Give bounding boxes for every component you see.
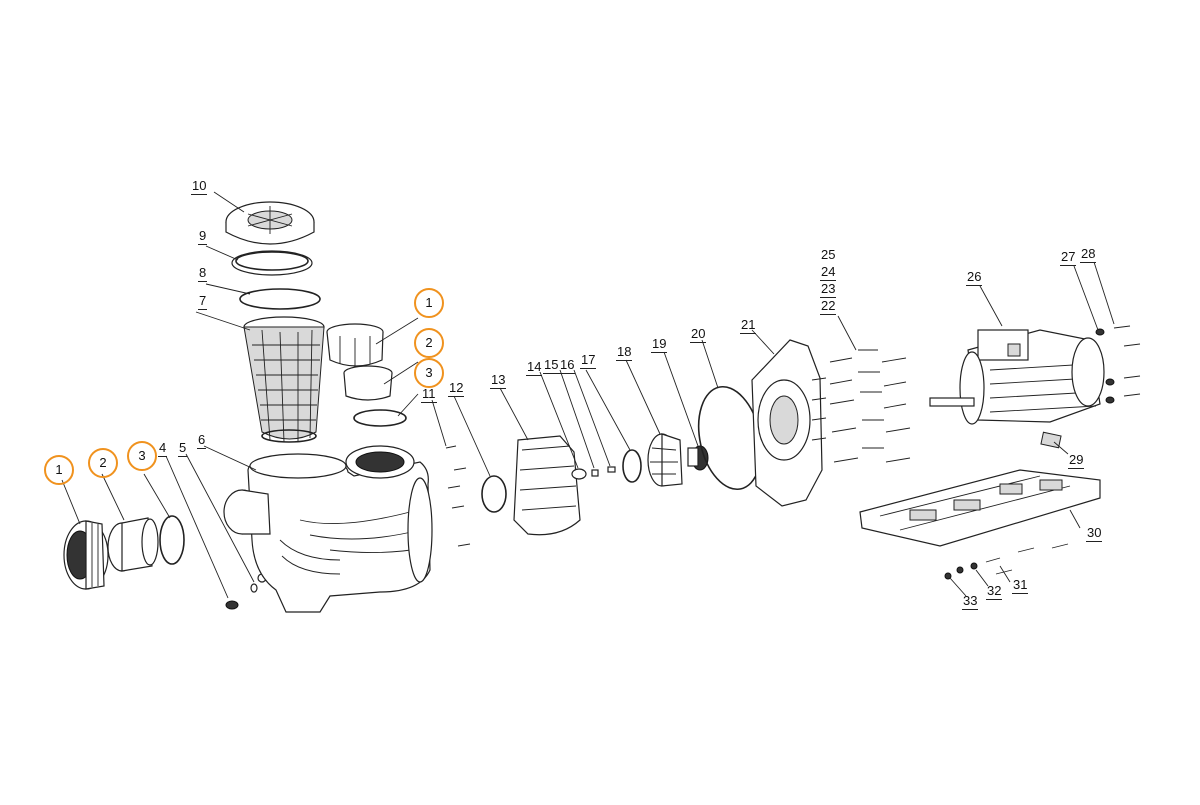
callout-29: 29 <box>1068 452 1085 469</box>
part-bolts-11 <box>445 445 471 547</box>
callout-19: 19 <box>651 336 668 353</box>
callout-31: 31 <box>1012 577 1029 594</box>
part-seal-plate <box>751 339 827 507</box>
leader-lines <box>61 191 1115 599</box>
callout-23: 23 <box>820 281 837 298</box>
part-motor <box>929 329 1105 425</box>
part-drain-plug <box>225 573 267 610</box>
callout-8: 8 <box>198 265 208 282</box>
callout-26: 26 <box>966 269 983 286</box>
part-union-nut-left <box>63 520 109 590</box>
callout-12: 12 <box>448 380 465 397</box>
part-pump-housing <box>223 445 433 613</box>
callout-1-top: 1 <box>414 288 444 318</box>
callout-2-top: 2 <box>414 328 444 358</box>
callout-14: 14 <box>526 359 543 376</box>
callout-16: 16 <box>559 357 576 374</box>
callout-5: 5 <box>178 440 188 457</box>
part-oring-12 <box>481 475 507 513</box>
part-union-nut-top <box>326 323 384 368</box>
callout-27: 27 <box>1060 249 1077 266</box>
part-oring-top <box>353 409 407 427</box>
part-tail-piece-top <box>343 365 393 401</box>
part-screws-31-33 <box>944 543 1069 580</box>
callout-11: 11 <box>421 386 437 403</box>
callout-33: 33 <box>962 593 979 610</box>
callout-6: 6 <box>197 432 207 449</box>
callout-17: 17 <box>580 352 597 369</box>
callout-21: 21 <box>740 317 757 334</box>
part-diffuser <box>513 435 581 536</box>
part-impeller <box>647 433 683 487</box>
part-strainer-lid <box>225 201 315 245</box>
part-lock-ring <box>231 250 313 276</box>
part-oring-left <box>159 515 185 565</box>
callout-3-top: 3 <box>414 358 444 388</box>
callout-18: 18 <box>616 344 633 361</box>
callout-2-left: 2 <box>88 448 118 478</box>
part-strainer-basket <box>243 316 325 443</box>
callout-22: 22 <box>820 298 837 315</box>
part-screws-27-28 <box>1095 325 1141 404</box>
part-base <box>859 469 1101 547</box>
callout-32: 32 <box>986 583 1003 600</box>
callout-9: 9 <box>198 228 208 245</box>
part-small-parts-14-16 <box>571 466 616 480</box>
callout-4: 4 <box>158 440 168 457</box>
callout-20: 20 <box>690 326 707 343</box>
part-tail-piece-left <box>107 517 159 572</box>
callout-30: 30 <box>1086 525 1103 542</box>
callout-25: 25 <box>821 247 836 262</box>
part-bolts-22-25 <box>829 349 911 463</box>
callout-24: 24 <box>820 264 837 281</box>
callout-13: 13 <box>490 372 507 389</box>
callout-28: 28 <box>1080 246 1097 263</box>
part-wear-ring <box>622 449 642 483</box>
callout-1-left: 1 <box>44 455 74 485</box>
callout-10: 10 <box>191 178 208 195</box>
callout-7: 7 <box>198 293 208 310</box>
callout-3-left: 3 <box>127 441 157 471</box>
callout-15: 15 <box>543 357 560 374</box>
part-lid-oring <box>239 288 321 310</box>
part-mech-seal <box>687 445 709 471</box>
